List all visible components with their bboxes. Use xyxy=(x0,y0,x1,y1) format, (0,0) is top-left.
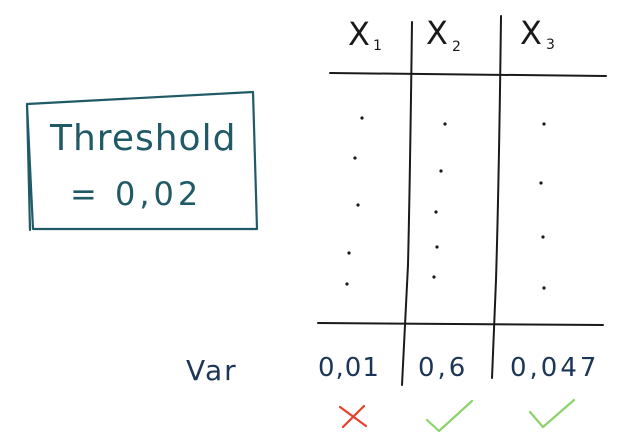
column-header-subscript: 3 xyxy=(546,37,555,53)
threshold-value: = 0,02 xyxy=(70,175,202,213)
result-marks xyxy=(338,398,576,433)
dot xyxy=(541,235,545,239)
dot xyxy=(542,286,546,290)
column-divider-1 xyxy=(401,21,413,386)
column-header-name: X xyxy=(348,15,370,53)
column-header-x2: X 2 xyxy=(426,14,461,55)
dot xyxy=(353,156,357,160)
dot xyxy=(345,282,349,286)
dot xyxy=(432,275,436,279)
dot xyxy=(356,203,360,207)
column-header-name: X xyxy=(426,14,448,52)
threshold-label: Threshold xyxy=(49,118,236,159)
footer-rule xyxy=(317,322,604,326)
column-divider-2 xyxy=(491,15,502,379)
header-rule xyxy=(329,72,607,77)
dot xyxy=(435,245,439,249)
column-header-x3: X 3 xyxy=(520,14,555,53)
column-header-subscript: 1 xyxy=(373,38,382,54)
variance-value-x2: 0,6 xyxy=(418,353,468,383)
column-headers: X 1 X 2 X 3 xyxy=(348,14,555,55)
cross-icon xyxy=(338,404,368,429)
column-header-subscript: 2 xyxy=(452,39,461,55)
dot xyxy=(347,251,351,255)
dot xyxy=(360,116,364,120)
threshold-box: Threshold = 0,02 xyxy=(25,90,259,232)
dot xyxy=(443,122,447,126)
dot xyxy=(439,169,443,173)
dot xyxy=(539,181,543,185)
dot xyxy=(542,122,546,126)
ellipsis-dots xyxy=(345,116,546,290)
variance-row: Var 0,01 0,6 0,047 xyxy=(186,353,599,387)
dot xyxy=(434,210,438,214)
check-icon xyxy=(425,399,474,433)
variance-value-x1: 0,01 xyxy=(318,353,380,383)
table-grid xyxy=(317,15,607,386)
check-icon xyxy=(528,398,576,429)
column-header-x1: X 1 xyxy=(348,15,382,54)
variance-row-label: Var xyxy=(186,354,238,387)
variance-value-x3: 0,047 xyxy=(510,353,599,383)
column-header-name: X xyxy=(520,14,542,52)
